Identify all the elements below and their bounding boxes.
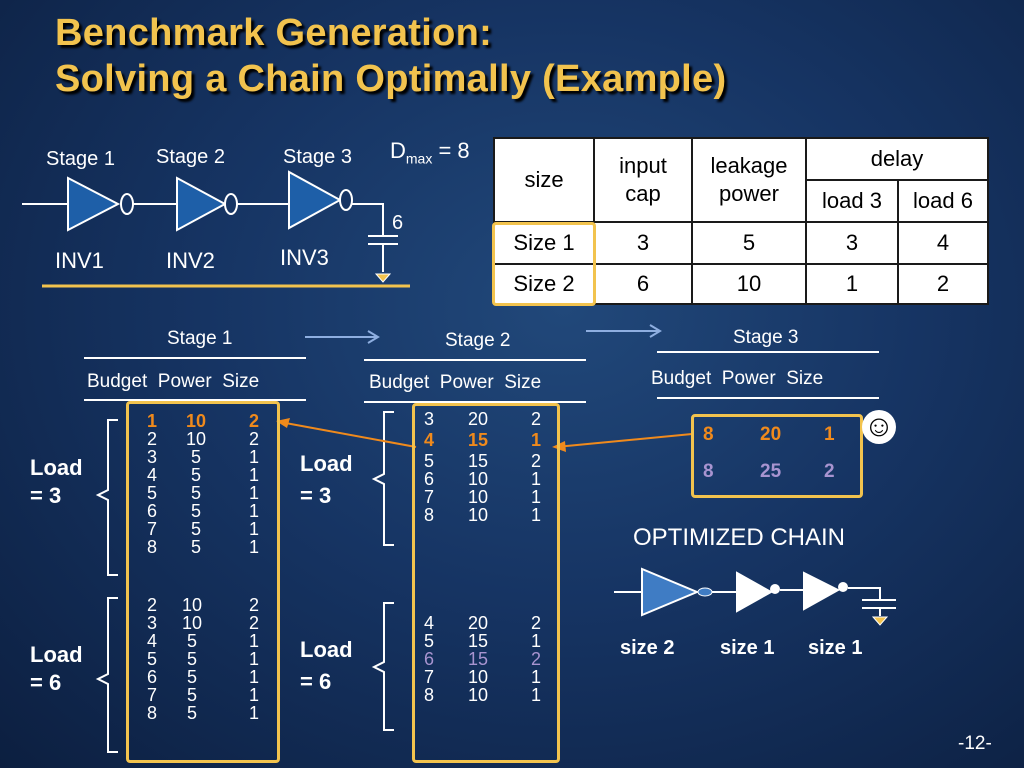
title-line-2: Solving a Chain Optimally (Example): [55, 58, 727, 100]
inv2-icon: [176, 176, 228, 232]
stage1-header: Stage 1: [167, 328, 233, 349]
spec-table: size input cap leakage power delay load …: [493, 137, 989, 305]
s3-row1-size: 1: [824, 424, 835, 445]
header-input-cap: input cap: [593, 137, 693, 223]
opt-size-2: size 1: [720, 637, 775, 659]
opt-size-3: size 1: [808, 637, 863, 659]
circuit-stage-2-label: Stage 2: [156, 146, 225, 168]
stage3-header: Stage 3: [733, 327, 799, 348]
opt-inv3-icon: [803, 571, 841, 611]
row2-load6: 2: [897, 263, 989, 305]
header-load3: load 3: [805, 179, 899, 223]
dmax-label: Dmax = 8: [390, 138, 470, 167]
s1-col-headers: Budget Power Size: [87, 371, 260, 392]
s3-row2-size: 2: [824, 461, 835, 482]
brace-s2-load3: [371, 411, 394, 546]
load-cap-value: 6: [392, 212, 404, 234]
header-delay: delay: [805, 137, 989, 181]
s1-load3-label: Load= 3: [30, 455, 83, 508]
header-size: size: [493, 137, 595, 223]
page-number: -12-: [958, 733, 992, 754]
table-row: Size 1 3 5 3 4: [493, 221, 989, 265]
s3-row1-budget: 8: [703, 424, 714, 445]
row1-load6: 4: [897, 221, 989, 265]
row1-input-cap: 3: [593, 221, 693, 265]
brace-s1-load3: [95, 419, 118, 576]
inv3-icon: [288, 170, 343, 230]
opt-ground-icon: [871, 616, 889, 626]
s2-load3-label: Load= 3: [300, 451, 353, 508]
opt-inv2-icon: [736, 571, 774, 613]
header-load6: load 6: [897, 179, 989, 223]
row2-size: Size 2: [493, 263, 595, 305]
inv2-label: INV2: [166, 248, 215, 273]
s3-col-headers: Budget Power Size: [651, 368, 824, 389]
stage3-data-box: [691, 414, 863, 498]
smiley-icon: ☺: [862, 410, 896, 444]
circuit-stage-3-label: Stage 3: [283, 146, 352, 168]
s1-load6-label: Load= 6: [30, 642, 83, 695]
title-line-1: Benchmark Generation:: [55, 12, 493, 54]
optimized-chain-title: OPTIMIZED CHAIN: [633, 524, 846, 551]
table-row: Size 2 6 10 1 2: [493, 263, 989, 305]
slide-title: Benchmark Generation: Solving a Chain Op…: [55, 10, 726, 102]
header-leakage-power: leakage power: [691, 137, 807, 223]
circuit-stage-1-label: Stage 1: [46, 148, 115, 170]
row1-leakage: 5: [691, 221, 807, 265]
opt-size-1: size 2: [620, 637, 675, 659]
s2-load6-label: Load= 6: [300, 637, 353, 694]
opt-inv1-icon: [641, 567, 700, 617]
brace-s2-load6: [371, 602, 394, 731]
inv1-label: INV1: [55, 248, 104, 273]
row1-load3: 3: [805, 221, 899, 265]
stage2-data-box: [412, 403, 560, 763]
inv1-icon: [67, 176, 121, 232]
ground-icon: [374, 273, 392, 283]
s2-col-headers: Budget Power Size: [369, 372, 542, 393]
stage2-header: Stage 2: [445, 330, 511, 351]
row2-input-cap: 6: [593, 263, 693, 305]
size-column-highlight: [492, 222, 596, 306]
s3-row1-power: 20: [760, 424, 782, 445]
arrow-s2-to-s1: [279, 421, 417, 448]
brace-s1-load6: [95, 597, 118, 753]
row2-load3: 1: [805, 263, 899, 305]
s3-row2-power: 25: [760, 461, 782, 482]
stage1-data-box: [126, 401, 280, 763]
inv3-label: INV3: [280, 245, 329, 270]
row2-leakage: 10: [691, 263, 807, 305]
s3-row2-budget: 8: [703, 461, 714, 482]
arrow-s3-to-s2: [555, 433, 693, 448]
